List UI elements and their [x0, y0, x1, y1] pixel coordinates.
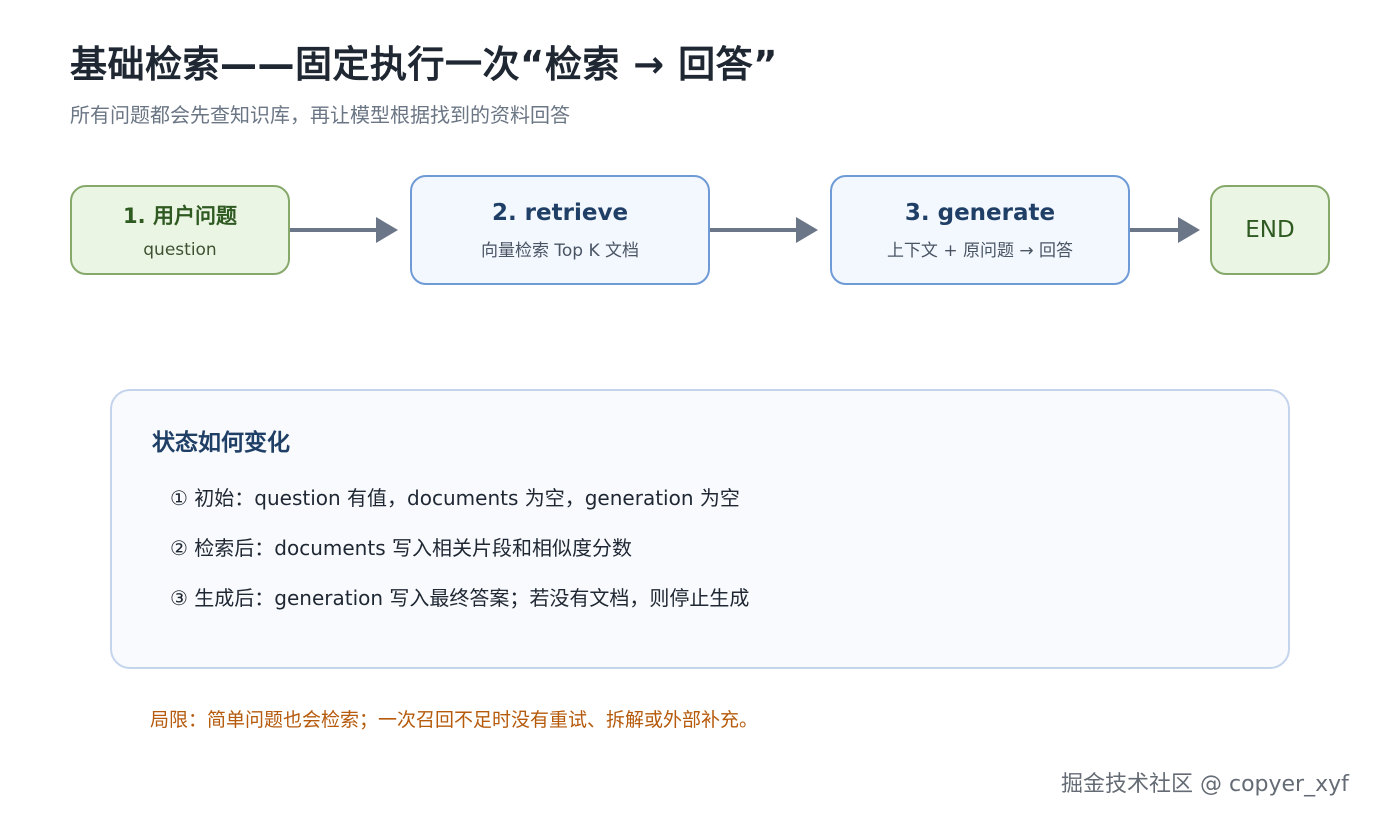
node-generate: 3. generate 上下文 + 原问题 → 回答 — [830, 175, 1130, 285]
node-generate-sublabel: 上下文 + 原问题 → 回答 — [886, 240, 1074, 261]
state-panel: 状态如何变化 ① 初始：question 有值，documents 为空，gen… — [110, 389, 1290, 669]
node-end: END — [1210, 185, 1330, 275]
limitation-note: 局限：简单问题也会检索；一次召回不足时没有重试、拆解或外部补充。 — [150, 709, 759, 731]
state-item-initial: ① 初始：question 有值，documents 为空，generation… — [170, 486, 740, 510]
edge-generate-to-end — [1130, 217, 1200, 243]
node-question: 1. 用户问题 question — [70, 185, 290, 275]
node-end-label: END — [1245, 217, 1295, 243]
state-list: ① 初始：question 有值，documents 为空，generation… — [170, 483, 749, 633]
page-title: 基础检索——固定执行一次“检索 → 回答” — [70, 43, 778, 86]
page-subtitle: 所有问题都会先查知识库，再让模型根据找到的资料回答 — [70, 103, 570, 127]
node-retrieve: 2. retrieve 向量检索 Top K 文档 — [410, 175, 710, 285]
state-item-after-generate: ③ 生成后：generation 写入最终答案；若没有文档，则停止生成 — [170, 586, 750, 610]
node-question-label: 1. 用户问题 — [123, 204, 237, 228]
edge-retrieve-to-generate — [710, 217, 818, 243]
state-item-after-retrieve: ② 检索后：documents 写入相关片段和相似度分数 — [170, 536, 632, 560]
watermark: 掘金技术社区 @ copyer_xyf — [1061, 772, 1349, 797]
node-retrieve-sublabel: 向量检索 Top K 文档 — [480, 240, 640, 261]
node-question-sublabel: question — [143, 240, 217, 260]
node-generate-label: 3. generate — [904, 199, 1056, 226]
state-panel-title: 状态如何变化 — [152, 430, 290, 456]
node-retrieve-label: 2. retrieve — [491, 199, 629, 226]
edge-question-to-retrieve — [290, 217, 398, 243]
